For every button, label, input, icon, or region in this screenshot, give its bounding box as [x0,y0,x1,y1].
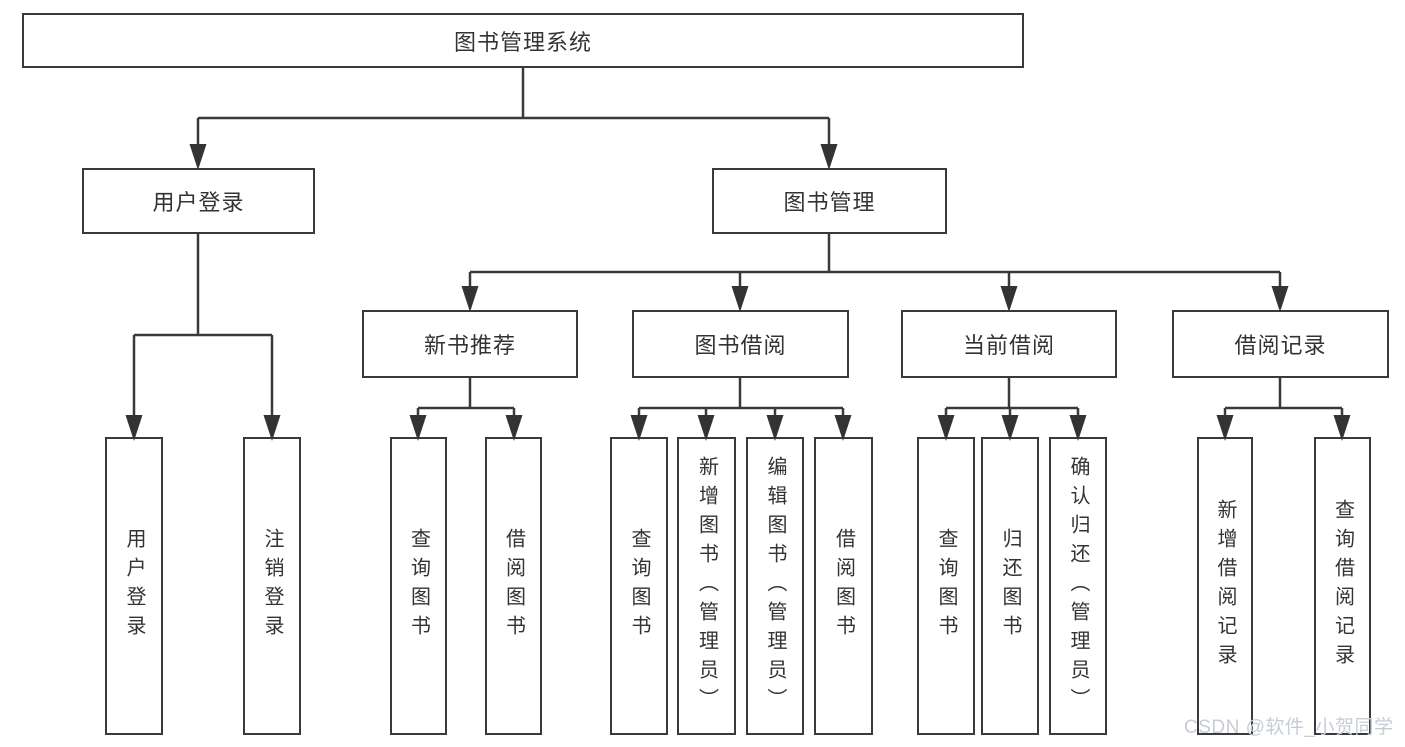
connector-new-book-recommend-to-leaves [409,378,523,441]
connector-book-management-to-level3 [461,234,1289,312]
leaf-logout-login-label: 注销登录 [261,528,283,644]
connector-book-borrow-to-leaves [630,378,852,441]
leaf-query-borrow-record-label: 查询借阅记录 [1331,499,1354,673]
connector-current-borrow-to-leaves [937,378,1087,441]
leaf-logout-login: 注销登录 [243,437,301,735]
node-borrow-records: 借阅记录 [1172,310,1389,378]
leaf-confirm-return-admin: 确认归还（管理员） [1049,437,1107,735]
node-book-management: 图书管理 [712,168,947,234]
node-book-borrow: 图书借阅 [632,310,849,378]
leaf-query-books-recommend-label: 查询图书 [407,528,430,644]
leaf-add-borrow-record: 新增借阅记录 [1197,437,1253,735]
leaf-query-books-borrow-label: 查询图书 [628,528,650,644]
leaf-user-login-label: 用户登录 [123,528,145,644]
connector-user-login-to-leaves [125,234,281,441]
leaf-add-book-admin: 新增图书（管理员） [677,437,736,735]
leaf-confirm-return-admin-label: 确认归还（管理员） [1067,455,1089,717]
leaf-query-borrow-record: 查询借阅记录 [1314,437,1371,735]
leaf-user-login: 用户登录 [105,437,163,735]
leaf-query-books-recommend: 查询图书 [390,437,447,735]
connector-root-to-level2 [189,68,838,170]
leaf-borrow-books-label: 借阅图书 [832,528,855,644]
node-user-login: 用户登录 [82,168,315,234]
leaf-borrow-books-recommend-label: 借阅图书 [502,528,525,644]
leaf-query-books-current: 查询图书 [917,437,975,735]
leaf-query-books-borrow: 查询图书 [610,437,668,735]
leaf-add-book-admin-label: 新增图书（管理员） [695,455,718,717]
leaf-query-books-current-label: 查询图书 [935,528,957,644]
leaf-edit-book-admin-label: 编辑图书（管理员） [764,455,786,717]
node-new-book-recommend: 新书推荐 [362,310,578,378]
leaf-return-book: 归还图书 [981,437,1039,735]
watermark-text: CSDN @软件_小贺同学 [1184,717,1394,738]
node-current-borrow: 当前借阅 [901,310,1117,378]
leaf-edit-book-admin: 编辑图书（管理员） [746,437,804,735]
leaf-borrow-books: 借阅图书 [814,437,873,735]
connector-borrow-records-to-leaves [1216,378,1351,441]
node-root: 图书管理系统 [22,13,1024,68]
leaf-return-book-label: 归还图书 [999,528,1021,644]
leaf-add-borrow-record-label: 新增借阅记录 [1214,499,1236,673]
leaf-borrow-books-recommend: 借阅图书 [485,437,542,735]
